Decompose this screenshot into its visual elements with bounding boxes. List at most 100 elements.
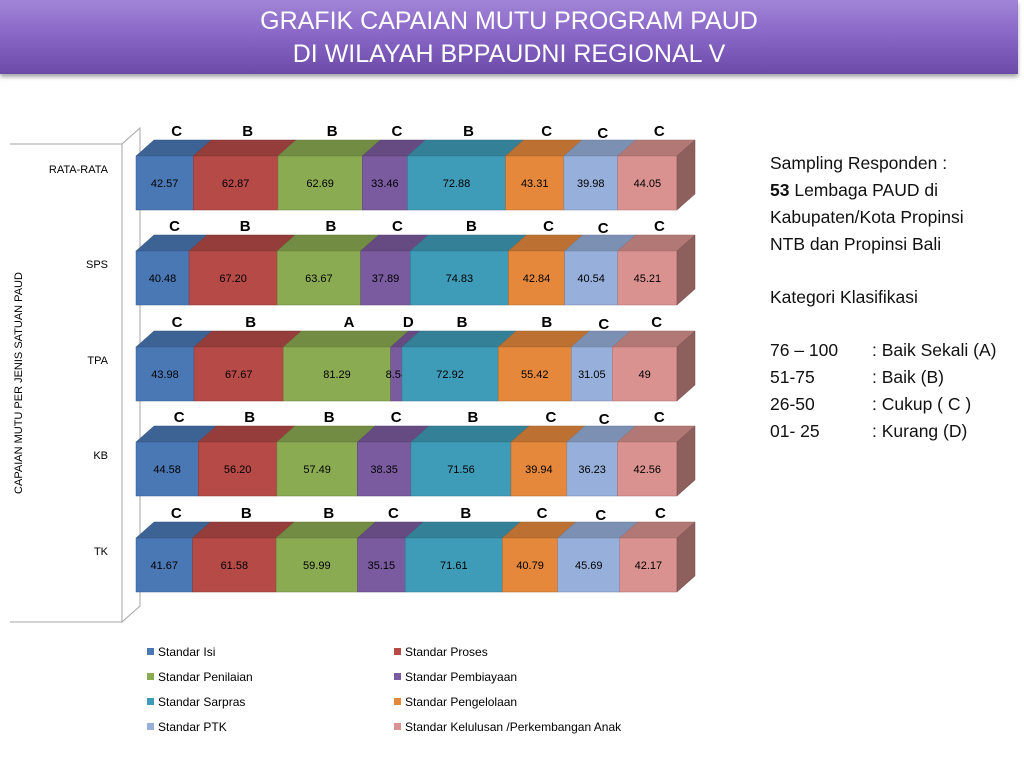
- sampling-line3: Kabupaten/Kota Propinsi: [770, 207, 964, 227]
- legend-item: Standar Proses: [394, 645, 488, 659]
- bar-segment-top: [410, 425, 530, 443]
- data-label: 40.54: [577, 273, 605, 285]
- bar-segment: [276, 250, 361, 306]
- bar-segment: [617, 250, 678, 306]
- data-label: 44.58: [153, 464, 181, 476]
- grade-label: C: [655, 505, 666, 522]
- data-label: 40.48: [149, 273, 177, 285]
- data-label: 62.87: [222, 178, 250, 190]
- sampling-line2: 53 Lembaga PAUD di: [770, 177, 1020, 204]
- category-label: TK: [94, 546, 109, 558]
- grade-label: B: [245, 314, 256, 331]
- grade-label: B: [242, 123, 253, 140]
- grade-label: C: [599, 411, 610, 428]
- grade-label: C: [391, 409, 402, 426]
- legend-item: Standar Isi: [147, 645, 215, 659]
- data-label: 43.31: [521, 178, 549, 190]
- classification-row: 01- 25: Kurang (D): [770, 418, 1020, 445]
- axis-wall: [121, 126, 141, 624]
- bar-segment: [410, 250, 509, 306]
- legend-label: Standar Isi: [158, 645, 216, 659]
- bar-segment: [357, 537, 406, 593]
- bar-segment: [135, 250, 190, 306]
- data-label: 56.20: [224, 464, 252, 476]
- bar-segment: [283, 346, 391, 402]
- grade-label: D: [403, 314, 414, 331]
- grade-label: C: [595, 507, 606, 524]
- classification-heading: Kategori Klasifikasi: [770, 287, 918, 307]
- grade-label: C: [172, 314, 183, 331]
- legend-swatch: [147, 698, 154, 706]
- data-label: 59.99: [303, 560, 331, 572]
- classification-range: 01- 25: [770, 421, 820, 441]
- grade-label: B: [466, 218, 477, 235]
- grade-label: C: [392, 218, 403, 235]
- bar-segment: [193, 346, 284, 402]
- bar-segment-side: [676, 234, 696, 306]
- bar-segment: [135, 346, 195, 402]
- data-label: 71.56: [447, 464, 475, 476]
- legend-swatch: [147, 648, 154, 656]
- legend-item: Standar PTK: [147, 720, 227, 734]
- bar-segment-top: [193, 330, 303, 348]
- bar-segment-side: [676, 425, 696, 497]
- grade-label: C: [598, 220, 609, 237]
- bar-segment: [617, 441, 678, 497]
- bar-segment: [497, 346, 572, 402]
- bar-segment: [571, 346, 613, 402]
- bar-segment: [192, 537, 277, 593]
- bar-segment: [510, 441, 568, 497]
- classification-row: 26-50: Cukup ( C ): [770, 391, 1020, 418]
- data-label: 39.98: [577, 178, 605, 190]
- bar-segment: [198, 441, 278, 497]
- bar-segment-top: [406, 139, 525, 157]
- data-label: 42.56: [633, 464, 661, 476]
- legend-swatch: [147, 673, 154, 681]
- bar-segment: [135, 537, 193, 593]
- bar-segment: [612, 346, 678, 402]
- grade-label: A: [344, 314, 355, 331]
- bar-segment-top: [409, 234, 528, 252]
- legend-swatch: [394, 723, 401, 731]
- grade-label: C: [174, 409, 185, 426]
- grade-label: C: [171, 123, 182, 140]
- sampling-line4: NTB dan Propinsi Bali: [770, 234, 942, 254]
- grade-label: B: [323, 505, 334, 522]
- bar-segment: [407, 155, 506, 211]
- legend-label: Standar PTK: [158, 720, 227, 734]
- grade-label: B: [244, 409, 255, 426]
- legend-item: Standar Pembiayaan: [394, 670, 517, 684]
- bar-segment: [564, 250, 618, 306]
- bar-segment: [563, 155, 618, 211]
- slide-title-line1: GRAFIK CAPAIAN MUTU PROGRAM PAUD: [260, 7, 758, 35]
- data-label: 72.92: [436, 369, 464, 381]
- legend-label: Standar Penilaian: [158, 670, 253, 684]
- data-label: 81.29: [323, 369, 351, 381]
- legend-label: Standar Pembiayaan: [405, 670, 518, 684]
- bar-segment: [276, 441, 358, 497]
- data-label: 37.89: [372, 273, 400, 285]
- data-label: 55.42: [521, 369, 549, 381]
- data-label: 49: [639, 369, 651, 381]
- bar-segment: [410, 441, 512, 497]
- y-axis-title: CAPAIAN MUTU PER JENIS SATUAN PAUD: [13, 272, 25, 494]
- grade-label: C: [654, 409, 665, 426]
- grade-label: C: [541, 123, 552, 140]
- data-label: 41.67: [151, 560, 179, 572]
- grade-label: C: [171, 505, 182, 522]
- classification-row: 51-75: Baik (B): [770, 364, 1020, 391]
- grade-label: C: [597, 125, 608, 142]
- data-label: 31.05: [578, 369, 606, 381]
- bar-segment-side: [676, 521, 696, 593]
- legend-item: Standar Penilaian: [147, 670, 253, 684]
- legend-item: Standar Sarpras: [147, 695, 245, 709]
- bar-segment: [357, 441, 412, 497]
- category-label: KB: [93, 450, 108, 462]
- bar-segment-side: [676, 330, 696, 402]
- grade-label: B: [324, 409, 335, 426]
- grade-label: C: [654, 218, 665, 235]
- bar-segment: [505, 155, 565, 211]
- bar-segment: [557, 537, 621, 593]
- classification-range: 76 – 100: [770, 340, 839, 360]
